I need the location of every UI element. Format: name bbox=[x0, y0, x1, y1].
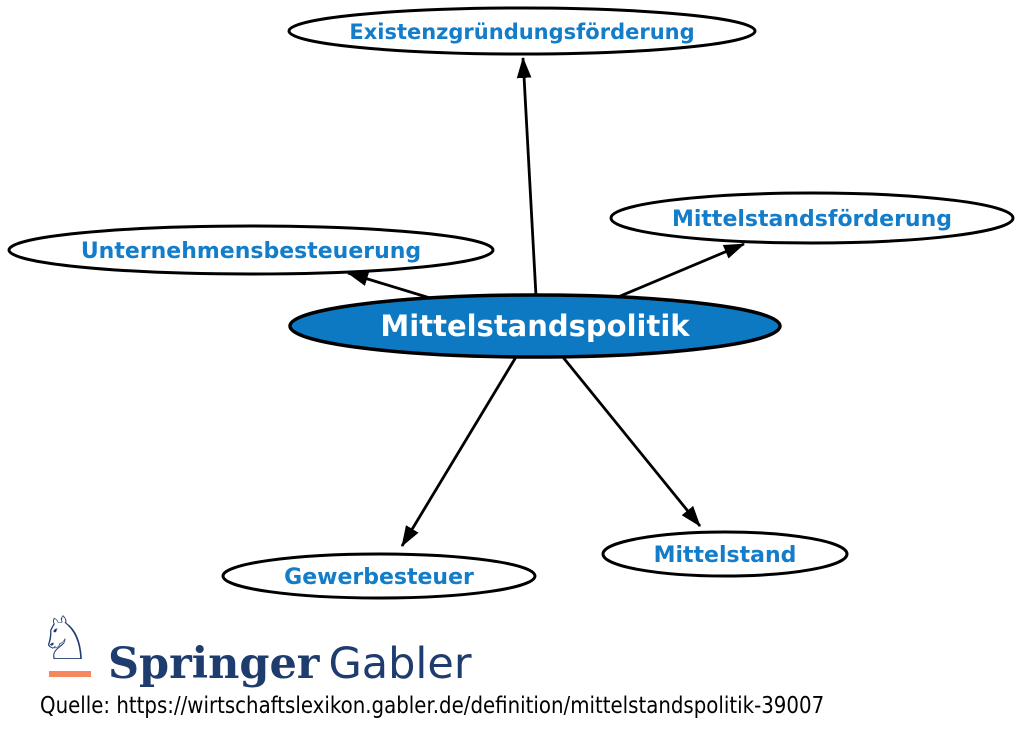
center-node-ellipse[interactable] bbox=[288, 293, 782, 359]
logo-mark: ♘ bbox=[38, 606, 96, 678]
node-label[interactable]: Existenzgründungsförderung bbox=[349, 20, 694, 44]
logo-orange-bar bbox=[49, 671, 91, 677]
node-mittelstandspolitik-center[interactable]: Mittelstandspolitik bbox=[288, 293, 782, 359]
source-line: Quelle: https://wirtschaftslexikon.gable… bbox=[40, 693, 825, 719]
node-label[interactable]: Mittelstandsförderung bbox=[672, 207, 952, 232]
edge-to-existenzgruendungsfoerderung bbox=[516, 56, 538, 297]
node-existenzgruendungsfoerderung[interactable]: Existenzgründungsförderung bbox=[287, 6, 757, 56]
node-ellipse[interactable] bbox=[7, 224, 495, 276]
edges bbox=[346, 56, 745, 547]
center-node-label[interactable]: Mittelstandspolitik bbox=[380, 309, 690, 343]
concept-map: Existenzgründungsförderung Unternehmensb… bbox=[7, 6, 1015, 600]
node-ellipse[interactable] bbox=[287, 6, 757, 56]
springer-gabler-logo: ♘ Springer Gabler bbox=[38, 606, 472, 690]
node-label[interactable]: Unternehmensbesteuerung bbox=[81, 239, 421, 264]
node-gewerbesteuer[interactable]: Gewerbesteuer bbox=[221, 552, 537, 600]
node-label[interactable]: Gewerbesteuer bbox=[284, 565, 474, 590]
springer-horse-icon: ♘ bbox=[38, 604, 92, 674]
edge-to-mittelstand bbox=[560, 355, 702, 527]
node-ellipse[interactable] bbox=[609, 191, 1015, 245]
node-unternehmensbesteuerung[interactable]: Unternehmensbesteuerung bbox=[7, 224, 495, 276]
edge-to-mittelstandsfoerderung bbox=[617, 242, 745, 299]
node-mittelstandsfoerderung[interactable]: Mittelstandsförderung bbox=[609, 191, 1015, 245]
edge-to-unternehmensbesteuerung bbox=[346, 271, 431, 300]
node-label-ellipse[interactable] bbox=[601, 530, 849, 578]
edge-to-gewerbesteuer bbox=[400, 356, 518, 547]
node-mittelstand[interactable]: Mittelstand bbox=[601, 530, 849, 578]
logo-brand-gabler: Gabler bbox=[328, 639, 472, 689]
logo-brand-springer: Springer bbox=[108, 639, 320, 689]
node-ellipse[interactable] bbox=[221, 552, 537, 600]
node-label[interactable]: Mittelstand bbox=[654, 543, 797, 568]
